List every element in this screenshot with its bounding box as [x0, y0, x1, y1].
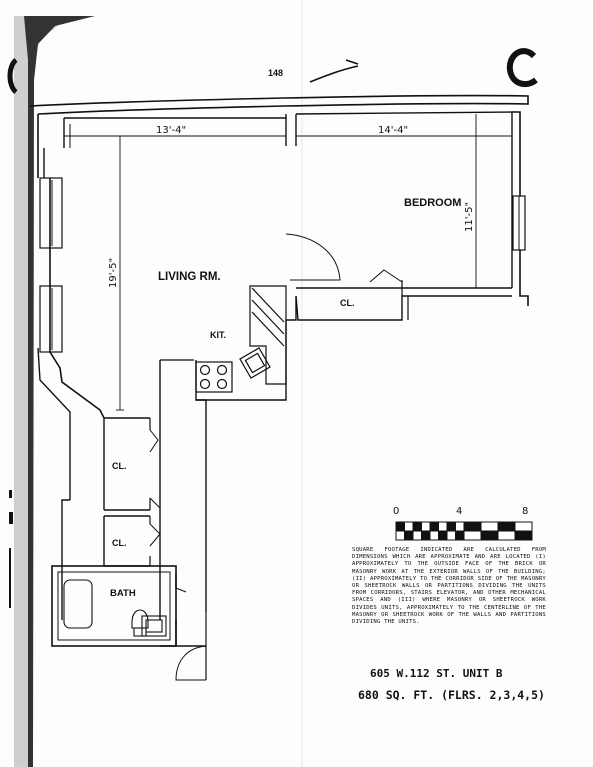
- room-label-bedroom: BEDROOM: [404, 197, 461, 209]
- scan-shadow: [14, 16, 95, 767]
- scan-specks: [9, 490, 13, 608]
- page-number: 148: [268, 68, 283, 78]
- scale-label-0: 0: [393, 506, 399, 517]
- room-label-closet-hall-1: CL.: [112, 461, 127, 471]
- scale-bar: [395, 521, 533, 541]
- dimension-bedroom-width: 14'-4": [378, 125, 408, 136]
- walls: [29, 94, 529, 680]
- binder-hole-right: [506, 48, 538, 88]
- room-label-closet-hall-2: CL.: [112, 538, 127, 548]
- dimension-living-depth: 19'-5": [108, 258, 119, 288]
- unit-address: 605 W.112 ST. UNIT B: [370, 667, 503, 680]
- pen-mark: [309, 59, 359, 83]
- unit-area: 680 SQ. FT. (FLRS. 2,3,4,5): [358, 688, 545, 702]
- room-label-bath: BATH: [110, 588, 136, 599]
- square-footage-note: SQUARE FOOTAGE INDICATED ARE CALCULATED …: [352, 547, 546, 626]
- kitchen-fixtures: [195, 285, 287, 393]
- scale-label-8: 8: [522, 506, 528, 517]
- room-label-living: LIVING RM.: [158, 271, 221, 283]
- dimension-bedroom-depth: 11'-5": [464, 202, 475, 232]
- room-label-kitchen: KIT.: [210, 330, 226, 340]
- binder-hole-left: [7, 58, 18, 94]
- doors: [149, 233, 403, 681]
- scan-shadow-dark: [24, 16, 95, 767]
- dimension-living-width: 13'-4": [156, 125, 186, 136]
- room-label-closet-bedroom: CL.: [340, 298, 355, 308]
- bath-fixtures: [63, 579, 167, 637]
- dimension-lines: [64, 114, 512, 411]
- scale-label-4: 4: [456, 506, 462, 517]
